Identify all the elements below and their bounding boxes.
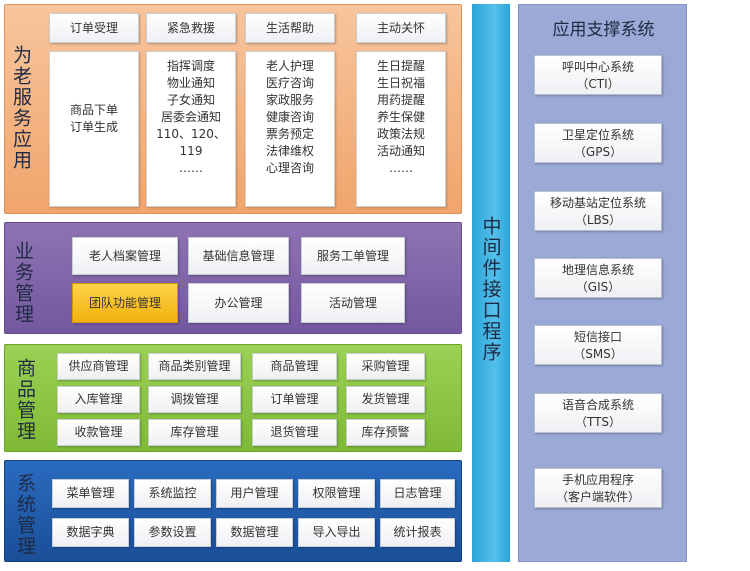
system-management-title: 系统管理 [14,473,36,557]
system-code: （TTS） [574,415,622,429]
mobile-app-box[interactable]: 手机应用程序 （客户端软件） [534,468,662,508]
purchase-button[interactable]: 采购管理 [346,353,425,380]
list-item: 生日提醒 [376,59,425,73]
list-item: 子女通知 [166,93,215,107]
system-name: 移动基站定位系统 [549,196,646,210]
system-name: 手机应用程序 [561,473,634,487]
system-name: 地理信息系统 [561,263,634,277]
inventory-alert-button[interactable]: 库存预警 [346,419,425,446]
data-management-button[interactable]: 数据管理 [216,518,293,547]
list-item: 居委会通知 [160,110,221,124]
header-emergency-rescue[interactable]: 紧急救援 [146,13,236,43]
column-life-assistance: 老人护理 医疗咨询 家政服务 健康咨询 票务预定 法律维权 心理咨询 [245,51,335,207]
middleware-title: 中间件接口程序 [479,216,502,363]
office-management-button[interactable]: 办公管理 [188,283,289,323]
service-order-button[interactable]: 服务工单管理 [301,237,405,275]
goods-management-section: 商品管理 供应商管理 商品类别管理 商品管理 采购管理 入库管理 调拨管理 订单… [4,344,462,452]
gis-system-box[interactable]: 地理信息系统 （GIS） [534,258,662,298]
product-button[interactable]: 商品管理 [252,353,337,380]
list-item: 健康咨询 [265,110,314,124]
import-export-button[interactable]: 导入导出 [298,518,375,547]
goods-management-title: 商品管理 [14,358,36,442]
system-name: 语音合成系统 [561,398,634,412]
header-order-acceptance[interactable]: 订单受理 [49,13,139,43]
system-code: （GIS） [575,280,621,294]
lbs-system-box[interactable]: 移动基站定位系统 （LBS） [534,191,662,231]
category-button[interactable]: 商品类别管理 [148,353,241,380]
system-management-section: 系统管理 菜单管理 系统监控 用户管理 权限管理 日志管理 数据字典 参数设置 … [4,460,462,562]
system-code: （LBS） [574,213,622,227]
user-management-button[interactable]: 用户管理 [216,479,293,508]
order-button[interactable]: 订单管理 [252,386,337,413]
activity-management-button[interactable]: 活动管理 [301,283,405,323]
column-order-acceptance: 商品下单 订单生成 [49,51,139,207]
list-item: 119 [179,144,203,158]
elder-profile-button[interactable]: 老人档案管理 [72,237,178,275]
system-code: （客户端软件） [555,490,640,504]
list-item: 指挥调度 [166,59,215,73]
cti-system-box[interactable]: 呼叫中心系统 （CTI） [534,55,662,95]
system-name: 卫星定位系统 [561,128,634,142]
shipping-button[interactable]: 发货管理 [346,386,425,413]
supplier-button[interactable]: 供应商管理 [57,353,140,380]
data-dictionary-button[interactable]: 数据字典 [52,518,129,547]
header-active-care[interactable]: 主动关怀 [356,13,446,43]
column-active-care: 生日提醒 生日祝福 用药提醒 养生保健 政策法规 活动通知 …… [356,51,446,207]
column-emergency-rescue: 指挥调度 物业通知 子女通知 居委会通知 110、120、 119 …… [146,51,236,207]
elderly-services-section: 为老服务应用 订单受理 紧急救援 生活帮助 主动关怀 商品下单 订单生成 指挥调… [4,4,462,214]
tts-system-box[interactable]: 语音合成系统 （TTS） [534,393,662,433]
list-item: 活动通知 [376,144,425,158]
business-management-title: 业务管理 [12,241,34,325]
support-systems-panel: 应用支撑系统 呼叫中心系统 （CTI） 卫星定位系统 （GPS） 移动基站定位系… [518,4,687,562]
team-function-button[interactable]: 团队功能管理 [72,283,178,323]
list-item: 生日祝福 [376,76,425,90]
list-item: 心理咨询 [265,161,314,175]
system-name: 呼叫中心系统 [561,60,634,74]
list-item: 老人护理 [265,59,314,73]
transfer-button[interactable]: 调拨管理 [148,386,241,413]
list-item: 用药提醒 [376,93,425,107]
payment-button[interactable]: 收款管理 [57,419,140,446]
list-item: 票务预定 [265,127,314,141]
statistics-report-button[interactable]: 统计报表 [380,518,455,547]
list-item: 法律维权 [265,144,314,158]
list-item: 家政服务 [265,93,314,107]
parameter-settings-button[interactable]: 参数设置 [134,518,211,547]
elderly-services-title: 为老服务应用 [10,45,32,171]
list-item: 政策法规 [376,127,425,141]
inventory-button[interactable]: 库存管理 [148,419,241,446]
sms-system-box[interactable]: 短信接口 （SMS） [534,325,662,365]
permission-management-button[interactable]: 权限管理 [298,479,375,508]
basic-info-button[interactable]: 基础信息管理 [188,237,289,275]
system-monitor-button[interactable]: 系统监控 [134,479,211,508]
header-life-assistance[interactable]: 生活帮助 [245,13,335,43]
list-item: 物业通知 [166,76,215,90]
gps-system-box[interactable]: 卫星定位系统 （GPS） [534,123,662,163]
list-item: 110、120、 [156,127,226,141]
system-name: 短信接口 [573,330,622,344]
system-code: （CTI） [576,77,620,91]
system-code: （GPS） [573,145,623,159]
business-management-section: 业务管理 老人档案管理 基础信息管理 服务工单管理 团队功能管理 办公管理 活动… [4,222,462,334]
return-button[interactable]: 退货管理 [252,419,337,446]
stock-in-button[interactable]: 入库管理 [57,386,140,413]
support-systems-title: 应用支撑系统 [552,20,655,40]
middleware-column: 中间件接口程序 [472,4,510,562]
list-item: 商品下单 [69,103,118,117]
menu-management-button[interactable]: 菜单管理 [52,479,129,508]
system-code: （SMS） [573,347,623,361]
log-management-button[interactable]: 日志管理 [380,479,455,508]
list-item: 养生保健 [376,110,425,124]
list-item: …… [389,161,413,175]
list-item: …… [179,161,203,175]
list-item: 医疗咨询 [265,76,314,90]
list-item: 订单生成 [69,120,118,134]
